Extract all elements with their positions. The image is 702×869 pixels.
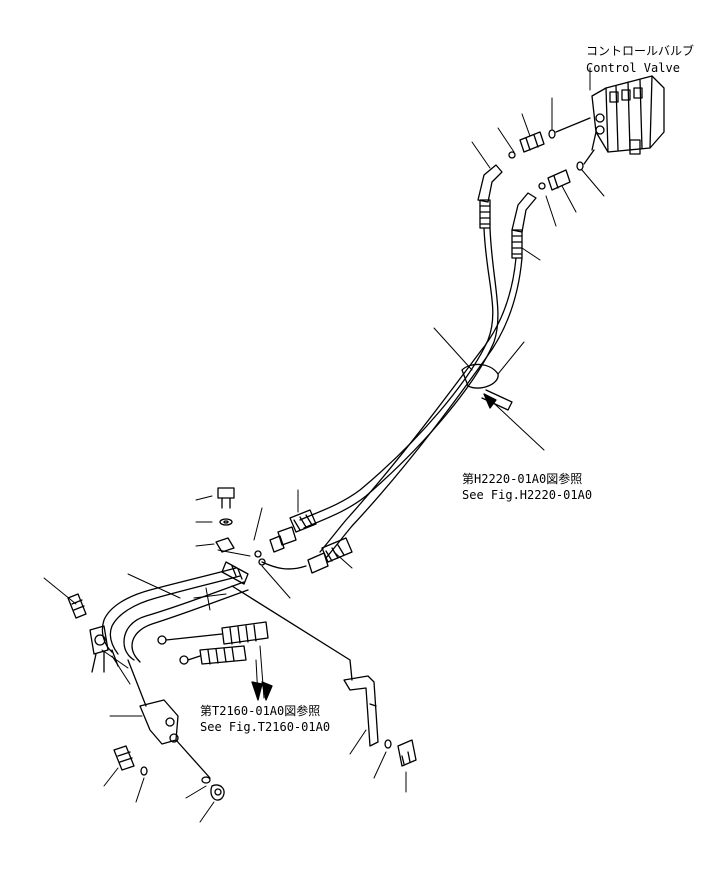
- control-valve-label-jp: コントロールバルブ: [586, 44, 695, 58]
- lower-hose-connectors: [157, 621, 269, 665]
- upper-hose-ends: [477, 164, 537, 259]
- main-hose-bundle: [299, 227, 523, 559]
- reference-t2160-label-jp: 第T2160-01A0図参照: [200, 704, 321, 718]
- reference-arrows: [251, 393, 497, 701]
- bracket-left: [113, 659, 225, 801]
- bolt-cluster-upper: [215, 487, 235, 553]
- mid-hose-ends: [254, 509, 353, 574]
- leader-lines: [43, 67, 605, 823]
- valve-fittings: [508, 117, 595, 191]
- control-valve-label-en: Control Valve: [586, 61, 680, 75]
- reference-h2220-label-jp: 第H2220-01A0図参照: [462, 472, 583, 486]
- pipe-assembly: [67, 561, 249, 673]
- reference-h2220-label-en: See Fig.H2220-01A0: [462, 488, 593, 502]
- control-valve: [591, 75, 665, 155]
- reference-t2160-label-en: See Fig.T2160-01A0: [200, 720, 331, 734]
- bracket-right: [231, 585, 417, 767]
